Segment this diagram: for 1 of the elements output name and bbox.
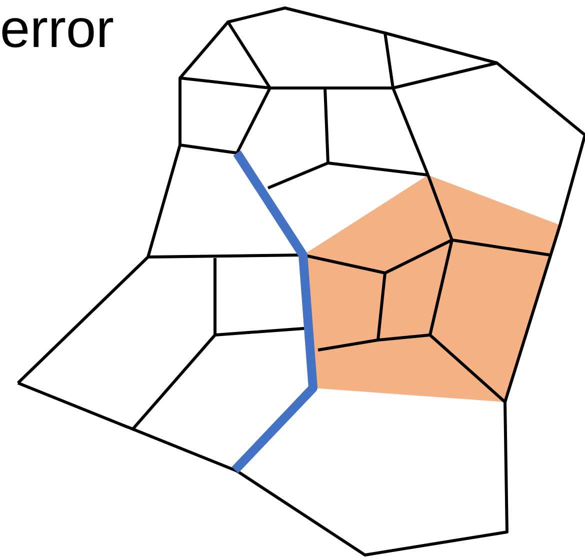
label-text: error: [0, 2, 114, 56]
